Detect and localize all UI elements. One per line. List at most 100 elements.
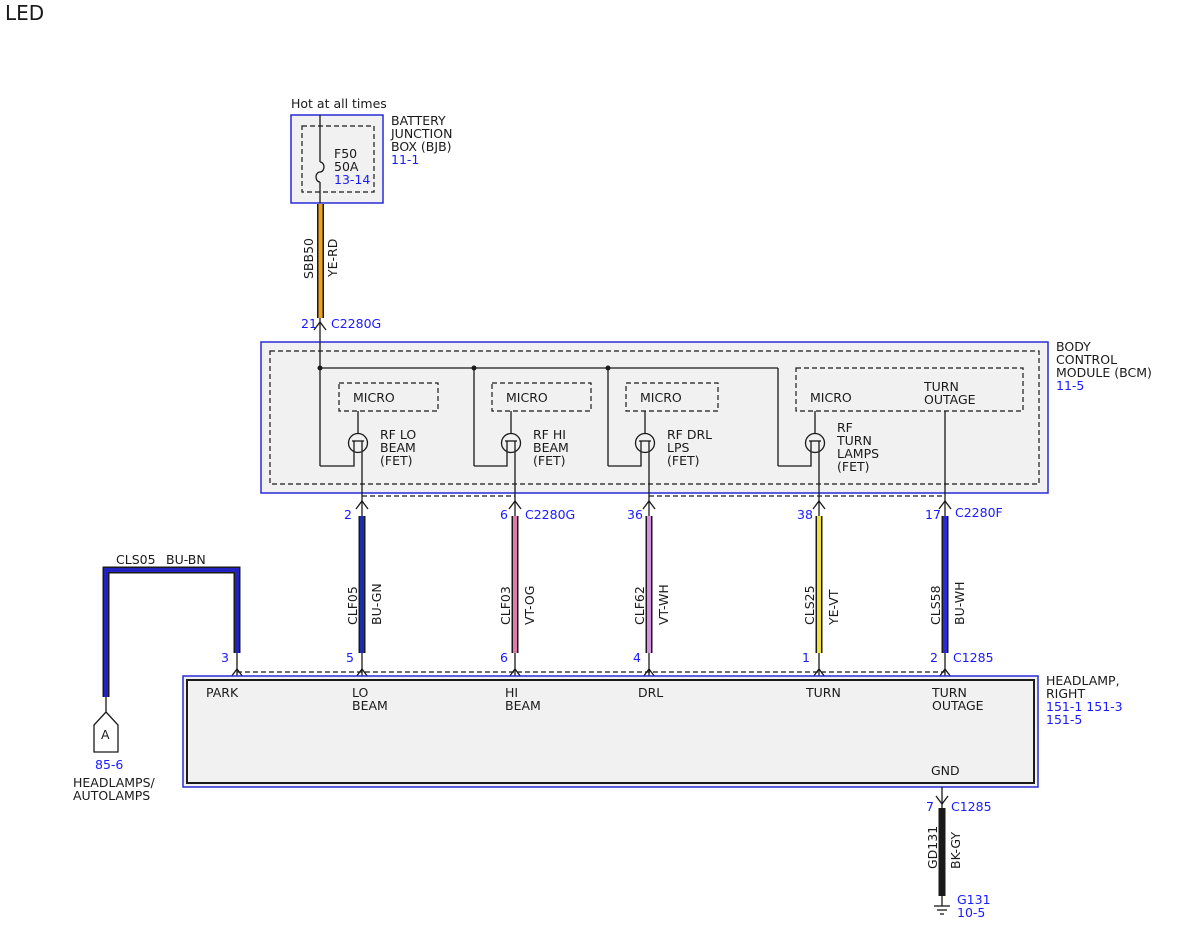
wire1-color-label: BU-GN [369,583,384,625]
fet3-line3: (FET) [667,453,699,468]
micro-box-3 [625,382,719,412]
micro-box-4 [795,367,1024,412]
hl-label-turn: TURN [805,685,841,700]
wire-clf05: 2 CLF05 BU-GN 5 [344,496,384,679]
hl-label-park: PARK [206,685,239,700]
hl-label-lo-1: LO [352,685,369,700]
turn-outage-2: OUTAGE [924,392,976,407]
hl-label-outage-2: OUTAGE [932,698,984,713]
bcm-name-3: MODULE (BCM) [1056,365,1152,380]
offpage-letter: A [101,727,110,742]
bjb-inner-dashed [301,125,375,193]
feed-connector: C2280G [331,316,381,331]
bcm-connector-c2280g: C2280G [525,507,575,522]
offpage-label-2: AUTOLAMPS [73,788,150,803]
fet1-line3: (FET) [380,453,412,468]
bcm-name-2: CONTROL [1056,352,1117,367]
micro-label-1: MICRO [353,390,395,405]
fet4-line2: TURN [836,433,872,448]
fet3-line2: LPS [667,440,690,455]
hl-connector-c1285: C1285 [953,650,994,665]
wire4-circuit: CLS25 [802,585,817,625]
fet2-line2: BEAM [533,440,569,455]
bcm-pin-38: 38 [797,507,813,522]
supply-note: Hot at all times [291,96,387,111]
gnd-pin: 7 [926,799,934,814]
bcm-pin-6: 6 [500,507,508,522]
bjb-outline [290,114,384,204]
park-circuit: CLS05 [116,552,156,567]
fet1-line2: BEAM [380,440,416,455]
offpage-ref: 85-6 [95,757,123,772]
bcm-outline [260,341,1049,494]
hl-name-1: HEADLAMP, [1046,673,1120,688]
hl-label-lo-2: BEAM [352,698,388,713]
hl-pin-1: 1 [802,650,810,665]
fet2-line3: (FET) [533,453,565,468]
hl-label-drl: DRL [638,685,663,700]
turn-outage-1: TURN [923,379,959,394]
headlamp-right: PARK LO BEAM HI BEAM DRL TURN TURN OUTAG… [182,673,1123,788]
body-control-module: BODY CONTROL MODULE (BCM) 11-5 MICRO MIC… [260,339,1152,496]
feed-circuit: SBB50 [301,238,316,279]
fet4-line1: RF [837,420,853,435]
page-title: LED [5,1,44,25]
feed-pin: 21 [301,316,317,331]
wire1-circuit: CLF05 [345,586,360,625]
wire-clf03: 6 C2280G CLF03 VT-OG 6 [498,496,575,679]
micro-label-3: MICRO [640,390,682,405]
headlamp-inner [186,679,1035,784]
hl-label-outage-1: TURN [931,685,967,700]
fuse-id: F50 [334,146,357,161]
micro-label-2: MICRO [506,390,548,405]
gnd-id: G131 [957,892,991,907]
wire5-color-label: BU-WH [952,582,967,626]
hl-pin-2: 2 [930,650,938,665]
fet2-line1: RF HI [533,427,566,442]
hl-label-hi-2: BEAM [505,698,541,713]
bcm-connector-c2280f: C2280F [955,505,1003,520]
wire-clf62: 36 CLF62 VT-WH 4 [627,496,671,679]
wire-cls05: CLS05 BU-BN 3 [102,552,244,697]
wire3-circuit: CLF62 [632,586,647,625]
bcm-name-1: BODY [1056,339,1091,354]
wire2-color-label: VT-OG [522,586,537,625]
wire5-circuit: CLS58 [928,585,943,625]
micro-label-4: MICRO [810,390,852,405]
ground-wire: 7 C1285 GD131 BK-GY G131 10-5 [925,787,992,920]
hl-pin-3: 3 [221,650,229,665]
bjb-name-2: JUNCTION [390,126,452,141]
hl-refs-2: 151-5 [1046,712,1082,727]
wire4-color-label: YE-VT [826,589,841,626]
feed-wire-sbb50: SBB50 YE-RD 21 C2280G [301,204,381,342]
fet3-line1: RF DRL [667,427,712,442]
bcm-pin-36: 36 [627,507,643,522]
wire2-circuit: CLF03 [498,586,513,625]
fet-rf-turn-lamps: RF TURN LAMPS (FET) [778,420,879,496]
battery-junction-box: Hot at all times F50 50A 13-14 BATTERY J… [290,96,452,204]
fet-rf-lo-beam: RF LO BEAM (FET) [320,427,416,496]
bjb-ref: 11-1 [391,152,419,167]
hl-label-hi-1: HI [505,685,518,700]
hl-pin-5: 5 [346,650,354,665]
gnd-color: BK-GY [948,832,963,869]
fuse-symbol [315,161,325,183]
bcm-pin-17: 17 [925,507,941,522]
fuse-rating: 50A [334,159,359,174]
hl-pin-4: 4 [633,650,641,665]
headlamp-outline [182,675,1039,788]
wire-cls25: 38 CLS25 YE-VT 1 [797,496,841,679]
hl-label-gnd: GND [931,763,960,778]
fuse-ref: 13-14 [334,172,370,187]
fet1-line1: RF LO [380,427,416,442]
hl-refs-1: 151-1 151-3 [1046,699,1123,714]
fet4-line4: (FET) [837,459,869,474]
bcm-ref: 11-5 [1056,378,1084,393]
micro-box-1 [338,382,439,412]
fet4-line3: LAMPS [837,446,879,461]
bjb-name-1: BATTERY [391,113,446,128]
fet-rf-drl: RF DRL LPS (FET) [608,427,712,496]
micro-box-2 [491,382,592,412]
gnd-ref: 10-5 [957,905,985,920]
